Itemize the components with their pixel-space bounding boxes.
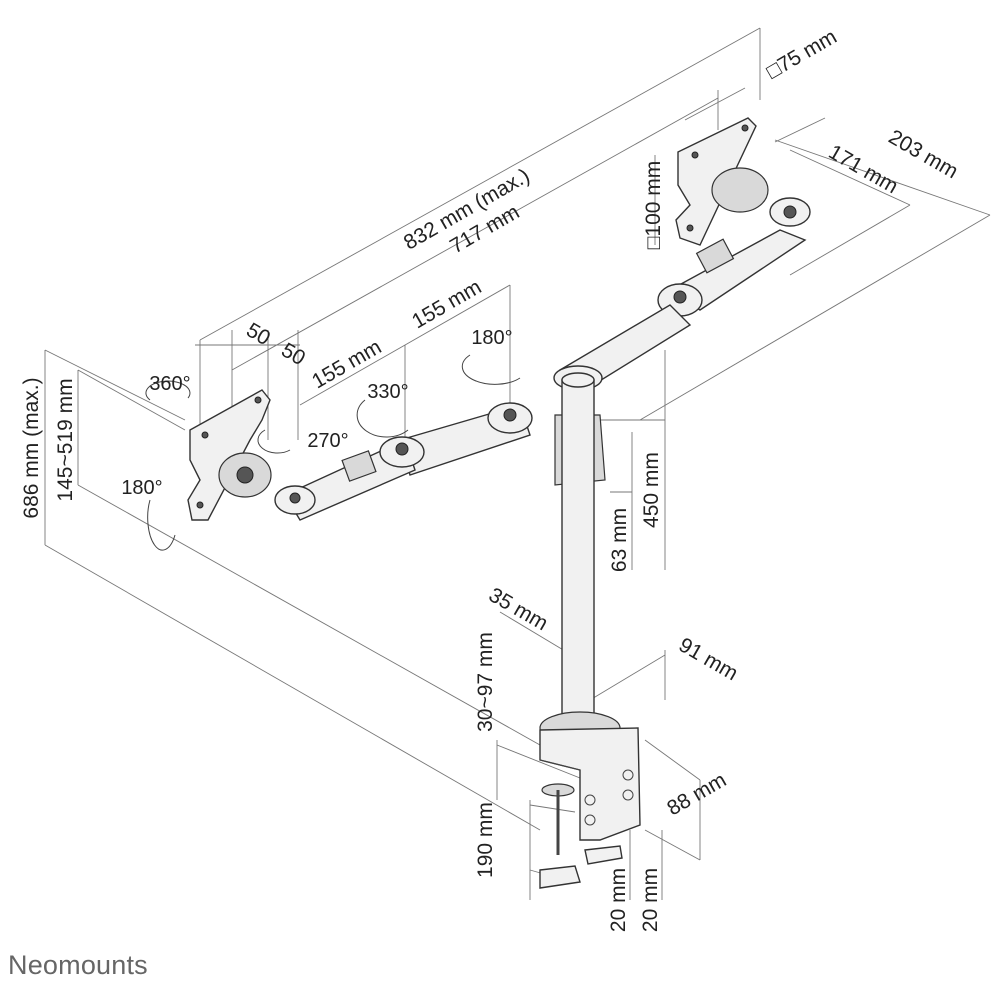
clamp-foot-left bbox=[539, 865, 581, 889]
label-20-mm-left: 20 mm bbox=[607, 868, 630, 932]
label-155-mm-upper: 155 mm bbox=[408, 275, 485, 333]
label-20-mm-right: 20 mm bbox=[639, 868, 662, 932]
label-50-right: 50 bbox=[277, 339, 309, 371]
label-35-mm: 35 mm bbox=[485, 583, 552, 635]
label-30-97-mm: 30~97 mm bbox=[474, 632, 497, 732]
dimension-labels: 832 mm (max.) 717 mm □75 mm □100 mm 203 … bbox=[20, 25, 962, 932]
label-vesa-75: □75 mm bbox=[763, 25, 841, 83]
label-63-mm: 63 mm bbox=[608, 508, 631, 572]
pole bbox=[561, 379, 595, 731]
clamp-foot-right bbox=[584, 845, 623, 865]
dimension-lines bbox=[44, 27, 991, 900]
vesa-plate-left bbox=[187, 389, 271, 521]
label-450-mm: 450 mm bbox=[640, 452, 663, 528]
label-rotation-360: 360° bbox=[149, 373, 190, 395]
label-rotation-330: 330° bbox=[367, 381, 408, 403]
label-171-mm: 171 mm bbox=[825, 140, 902, 198]
tilt-head-right bbox=[711, 167, 769, 213]
label-rotation-180-top: 180° bbox=[471, 327, 512, 349]
label-190-mm: 190 mm bbox=[474, 802, 497, 878]
label-rotation-270: 270° bbox=[307, 430, 348, 452]
label-686-mm-max: 686 mm (max.) bbox=[20, 377, 43, 518]
label-vesa-100: □100 mm bbox=[642, 161, 665, 250]
monitor-arm-drawing bbox=[145, 117, 811, 889]
label-91-mm: 91 mm bbox=[675, 633, 742, 685]
label-88-mm: 88 mm bbox=[663, 768, 730, 820]
brand-logo-text: Neomounts bbox=[8, 950, 148, 980]
label-rotation-180-left: 180° bbox=[121, 477, 162, 499]
label-145-519-mm: 145~519 mm bbox=[54, 378, 77, 501]
